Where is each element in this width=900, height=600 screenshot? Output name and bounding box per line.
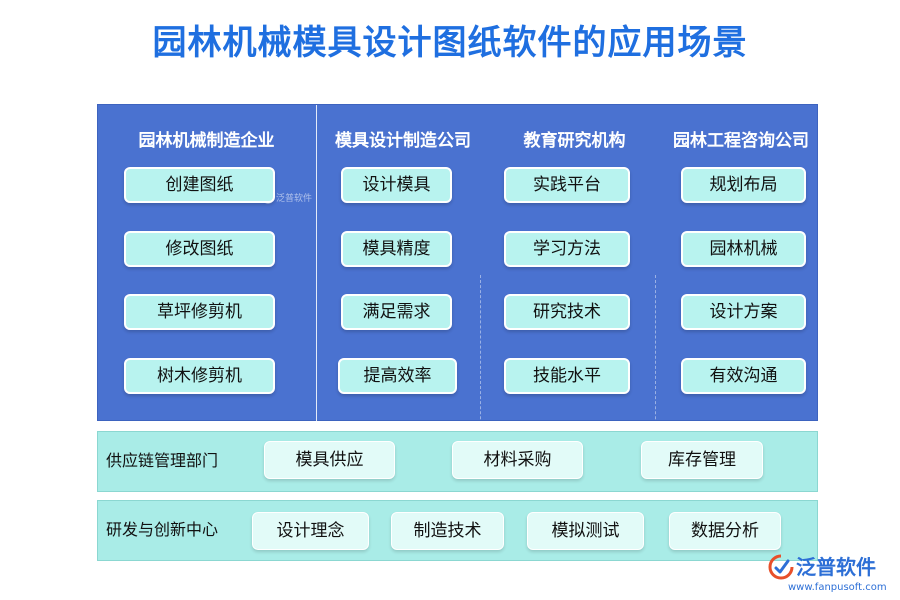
item-design-plan: 设计方案 [681,294,806,330]
supply-chain-label: 供应链管理部门 [106,451,219,470]
item-layout-planning: 规划布局 [681,167,806,203]
item-meet-demand: 满足需求 [341,294,452,330]
item-create-drawing: 创建图纸 [124,167,275,203]
item-research-technology: 研究技术 [504,294,630,330]
item-data-analysis: 数据分析 [669,512,781,550]
item-lawn-mower: 草坪修剪机 [124,294,275,330]
column-header-garden-consulting: 园林工程咨询公司 [673,131,809,151]
column-header-mold-design-company: 模具设计制造公司 [335,131,471,151]
column-header-education-research: 教育研究机构 [523,131,626,151]
item-design-concept: 设计理念 [252,512,369,550]
item-improve-efficiency: 提高效率 [338,358,457,394]
item-garden-machinery: 园林机械 [681,231,806,267]
item-manufacturing-technology: 制造技术 [391,512,504,550]
column-header-garden-machinery-enterprise: 园林机械制造企业 [138,131,275,151]
item-material-purchasing: 材料采购 [452,441,583,479]
rd-innovation-label: 研发与创新中心 [106,520,219,539]
item-effective-communication: 有效沟通 [681,358,806,394]
item-skill-level: 技能水平 [504,358,630,394]
logo-text: 泛普软件 [796,555,876,579]
item-modify-drawing: 修改图纸 [124,231,275,267]
item-mold-precision: 模具精度 [341,231,452,267]
logo-url: www.fanpusoft.com [788,582,887,593]
fanpu-logo-icon [768,554,794,580]
watermark-text: 泛普软件 [276,194,313,204]
item-learning-method: 学习方法 [504,231,630,267]
page-title: 园林机械模具设计图纸软件的应用场景 [152,23,748,63]
fanpu-logo[interactable]: 泛普软件 www.fanpusoft.com [768,552,896,598]
column-divider-dashed [480,275,481,495]
item-tree-trimmer: 树木修剪机 [124,358,275,394]
column-divider-dashed [655,275,656,495]
item-mold-supply: 模具供应 [264,441,395,479]
column-divider [316,105,317,422]
item-design-mold: 设计模具 [341,167,452,203]
item-inventory-management: 库存管理 [641,441,763,479]
item-simulation-test: 模拟测试 [527,512,644,550]
item-practice-platform: 实践平台 [504,167,630,203]
